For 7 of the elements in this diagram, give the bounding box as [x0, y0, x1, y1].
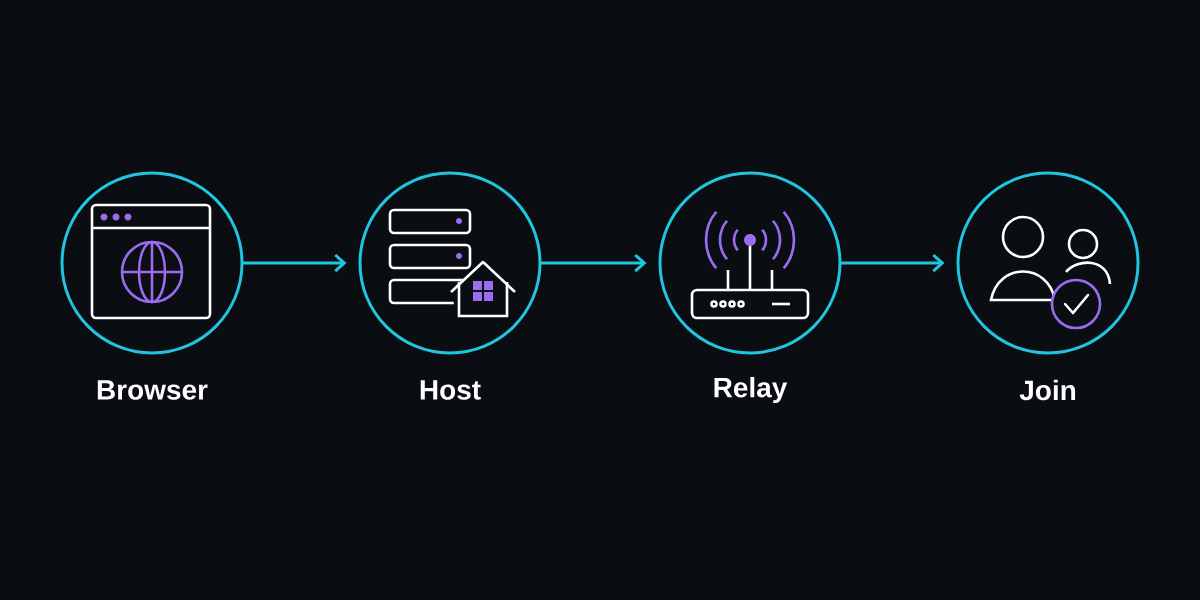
- node-label: Host: [420, 380, 481, 400]
- node-label: Relay: [714, 376, 788, 404]
- node-label: Browser: [97, 380, 208, 400]
- arrow: [840, 253, 945, 273]
- arrow: [242, 253, 347, 273]
- node-label: Join: [1019, 379, 1076, 401]
- arrow: [540, 253, 647, 273]
